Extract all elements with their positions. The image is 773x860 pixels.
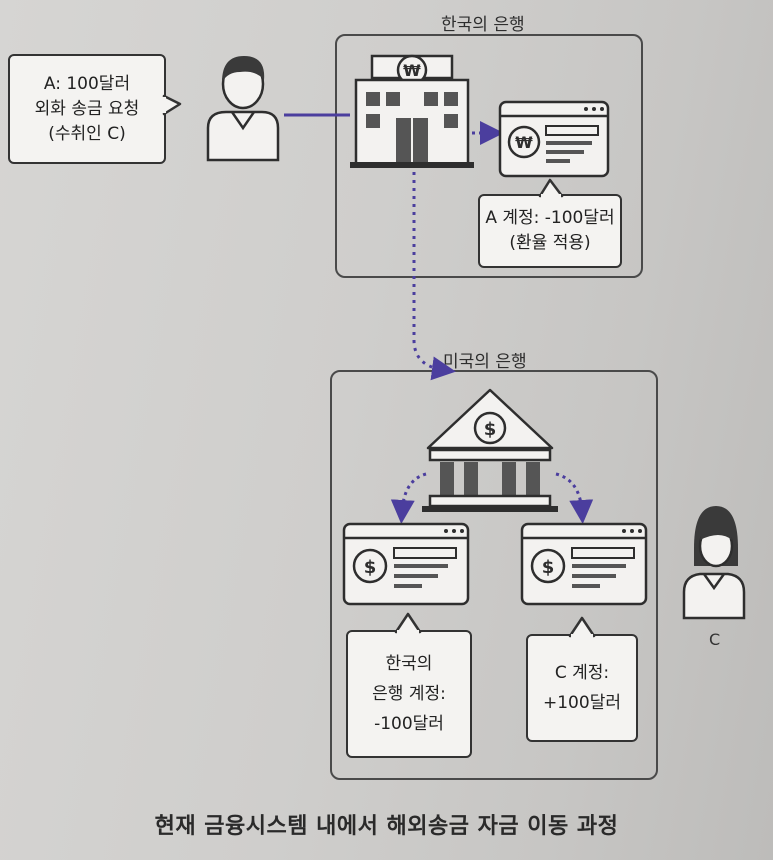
- korea-bank-box: [335, 34, 643, 278]
- us-bank-to-right-account-arrow: [555, 472, 594, 524]
- us-korea-note-tail: [394, 612, 422, 634]
- us-bank-title: 미국의 은행: [443, 352, 527, 372]
- korea-to-us-bank-arrow: [412, 172, 456, 381]
- korea-account-window-icon: ₩: [498, 100, 610, 178]
- c-account-note-line: +100달러: [543, 693, 621, 713]
- sender-request-callout: A: 100달러 외화 송금 요청 (수취인 C): [8, 54, 166, 164]
- us-right-account-window-icon: $: [520, 522, 648, 606]
- sender-request-line: 외화 송금 요청: [34, 98, 140, 119]
- korea-note-tail: [538, 178, 564, 198]
- us-korea-account-note-line: 한국의: [385, 654, 433, 674]
- recipient-person-icon: [682, 506, 746, 620]
- us-korea-account-note-line: 은행 계정:: [372, 684, 446, 704]
- recipient-label: C: [709, 630, 721, 649]
- c-account-note-line: C 계정:: [554, 663, 610, 683]
- us-left-account-window-icon: $: [342, 522, 470, 606]
- korea-account-note-line: A 계정: -100달러: [485, 208, 615, 228]
- svg-text:$: $: [542, 557, 555, 578]
- sender-person-icon: [206, 56, 280, 162]
- c-note-tail: [568, 616, 596, 638]
- us-bank-box: [330, 370, 658, 780]
- korea-account-note: A 계정: -100달러 (환율 적용): [478, 194, 622, 268]
- us-bank-building-icon: $: [422, 388, 558, 512]
- sender-request-line: A: 100달러: [43, 73, 131, 94]
- svg-text:$: $: [364, 557, 377, 578]
- figure-caption: 현재 금융시스템 내에서 해외송금 자금 이동 과정: [154, 814, 619, 839]
- us-bank-to-left-account-arrow: [390, 472, 427, 524]
- svg-text:₩: ₩: [403, 61, 421, 80]
- svg-text:₩: ₩: [515, 133, 533, 152]
- sender-callout-tail: [162, 94, 182, 116]
- c-account-note: C 계정: +100달러: [526, 634, 638, 742]
- us-korea-account-note-line: -100달러: [374, 714, 444, 734]
- korea-bank-title: 한국의 은행: [441, 15, 525, 35]
- sender-request-line: (수취인 C): [48, 123, 126, 144]
- svg-text:$: $: [484, 419, 497, 440]
- korea-account-note-line: (환율 적용): [509, 233, 591, 253]
- korea-bank-building-icon: ₩: [350, 54, 474, 168]
